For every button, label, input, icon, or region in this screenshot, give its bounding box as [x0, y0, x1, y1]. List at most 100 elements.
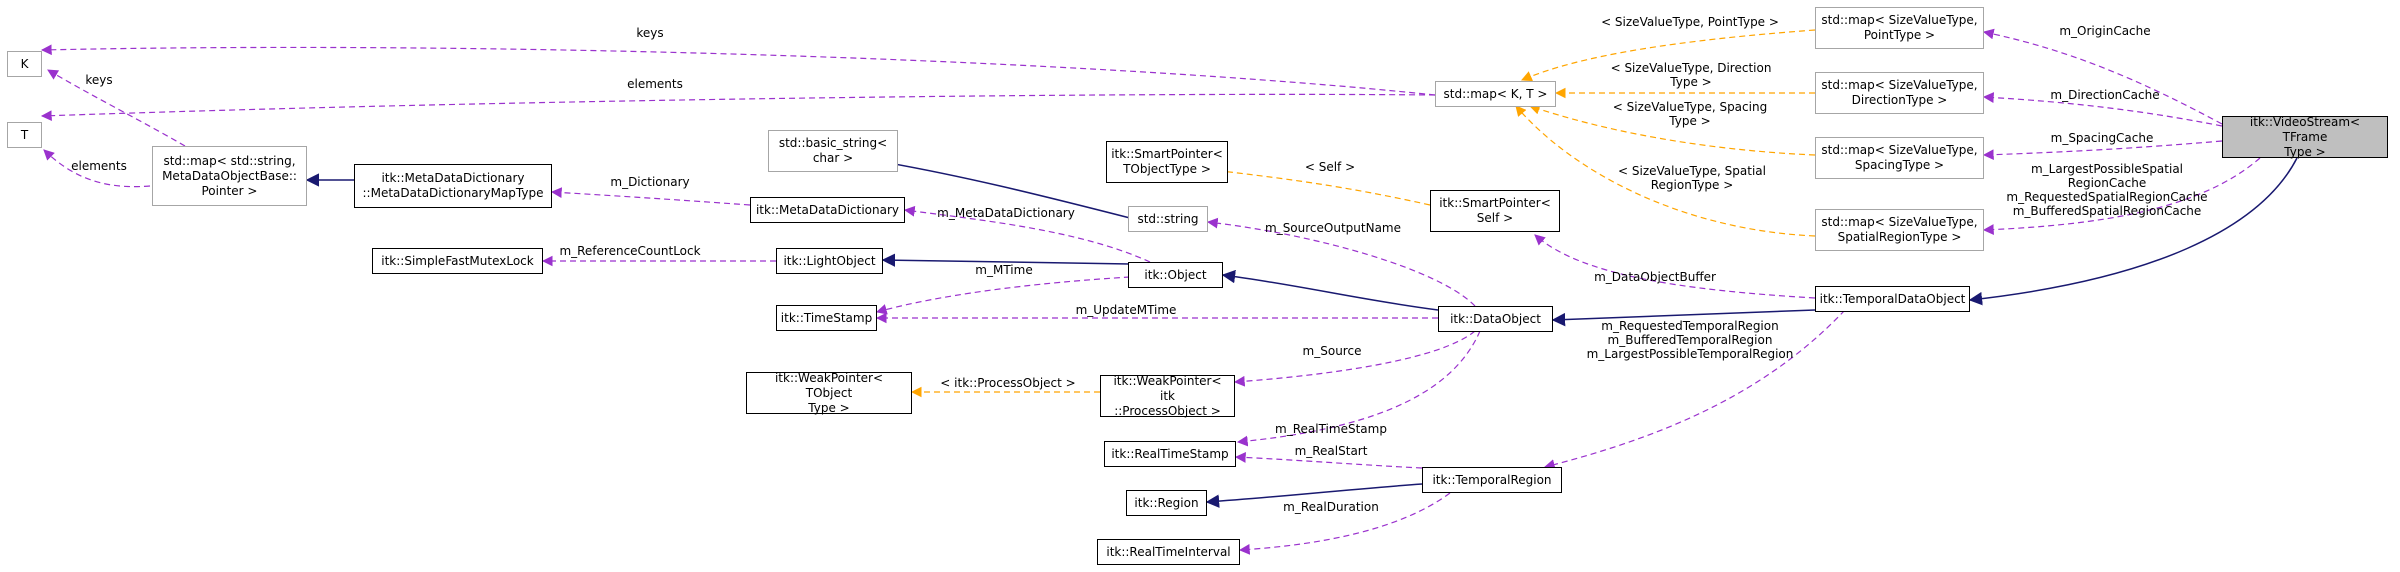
node-label: std::basic_string< char > [778, 136, 888, 165]
node-time-stamp[interactable]: itk::TimeStamp [776, 305, 877, 331]
edge-template-spacing-type [1528, 104, 1816, 156]
node-map-direction[interactable]: std::map< SizeValueType, DirectionType > [1815, 72, 1984, 114]
node-map-spacing[interactable]: std::map< SizeValueType, SpacingType > [1815, 137, 1984, 179]
node-smart-pointer-self[interactable]: itk::SmartPointer< Self > [1430, 190, 1560, 232]
node-label: itk::RealTimeStamp [1111, 446, 1229, 461]
node-label: itk::SmartPointer< Self > [1439, 196, 1551, 225]
node-t[interactable]: T [7, 122, 42, 148]
node-simple-fast-mutex-lock[interactable]: itk::SimpleFastMutexLock [372, 248, 543, 274]
edge-m-source [1233, 330, 1476, 387]
node-label: itk::SimpleFastMutexLock [381, 253, 534, 268]
node-label: itk::Region [1134, 495, 1199, 510]
edge-m-origin-cache [1982, 28, 2223, 125]
node-temporal-data-object[interactable]: itk::TemporalDataObject [1815, 286, 1970, 312]
node-std-map-kt[interactable]: std::map< K, T > [1435, 81, 1556, 107]
node-label: T [20, 127, 29, 142]
edge-label-spatial-region-caches: m_LargestPossibleSpatial RegionCache m_R… [2006, 162, 2208, 218]
edge-label-point-type: < SizeValueType, PointType > [1601, 15, 1779, 29]
edge-label-spacing-type: < SizeValueType, Spacing Type > [1612, 100, 1768, 128]
node-real-time-interval[interactable]: itk::RealTimeInterval [1097, 539, 1240, 565]
edge-label-temporal-regions: m_RequestedTemporalRegion m_BufferedTemp… [1586, 319, 1794, 361]
edge-template-point-type [1521, 29, 1816, 82]
edge-label-spatial-region-type: < SizeValueType, Spatial RegionType > [1618, 164, 1766, 192]
edge-label-m-dictionary: m_Dictionary [610, 175, 690, 189]
node-video-stream[interactable]: itk::VideoStream< TFrame Type > [2222, 114, 2388, 159]
edge-label-m-real-time-stamp: m_RealTimeStamp [1275, 422, 1387, 436]
edge-m-direction-cache [1982, 92, 2223, 127]
edge-label-m-source: m_Source [1302, 344, 1362, 358]
edge-m-source-output-name [1206, 217, 1476, 307]
node-std-string[interactable]: std::string [1128, 206, 1208, 232]
edge-m-real-time-stamp [1236, 330, 1481, 447]
node-label: std::map< K, T > [1443, 86, 1548, 101]
edge-label-m-origin-cache: m_OriginCache [2059, 24, 2151, 38]
edge-inherit-light-object [881, 253, 1131, 267]
node-real-time-stamp[interactable]: itk::RealTimeStamp [1104, 441, 1236, 467]
edge-inherit-region [1205, 483, 1423, 508]
edge-label-m-update-mtime: m_UpdateMTime [1075, 303, 1177, 317]
node-std-map-string[interactable]: std::map< std::string, MetaDataObjectBas… [152, 146, 307, 206]
edge-label-m-reference-count-lock: m_ReferenceCountLock [559, 244, 701, 258]
node-k[interactable]: K [7, 51, 42, 77]
node-label: itk::LightObject [783, 253, 876, 268]
node-metadata-dictionary[interactable]: itk::MetaDataDictionary [750, 197, 905, 223]
edge-inherit-object [1221, 269, 1439, 311]
edge-m-spacing-cache [1982, 140, 2223, 161]
node-smart-pointer-tobject[interactable]: itk::SmartPointer< TObjectType > [1106, 141, 1228, 183]
edge-template-spatial-region-type [1515, 105, 1816, 237]
edge-elements-top [40, 93, 1436, 122]
edge-label-m-metadata-dictionary: m_MetaDataDictionary [937, 206, 1075, 220]
node-temporal-region[interactable]: itk::TemporalRegion [1422, 467, 1562, 493]
node-label: itk::MetaDataDictionary ::MetaDataDictio… [362, 171, 544, 200]
node-label: itk::WeakPointer< TObject Type > [774, 370, 884, 415]
edge-m-dictionary [550, 187, 751, 206]
node-dict-map-type[interactable]: itk::MetaDataDictionary ::MetaDataDictio… [354, 164, 552, 208]
edge-label-m-mtime: m_MTime [975, 263, 1033, 277]
node-label: itk::TemporalDataObject [1819, 291, 1966, 306]
node-label: std::map< std::string, MetaDataObjectBas… [162, 153, 297, 198]
edge-m-real-start [1234, 452, 1423, 469]
edge-label-keys-left: keys [85, 73, 113, 87]
node-label: std::map< SizeValueType, PointType > [1821, 13, 1978, 42]
edge-keys-left [47, 69, 186, 147]
node-label: itk::TemporalRegion [1432, 472, 1552, 487]
node-itk-region[interactable]: itk::Region [1126, 490, 1207, 516]
node-label: std::map< SizeValueType, SpatialRegionTy… [1821, 215, 1978, 244]
edge-temporal-regions [1543, 309, 1846, 470]
node-weak-pointer-process[interactable]: itk::WeakPointer< itk ::ProcessObject > [1100, 373, 1235, 418]
node-label: itk::WeakPointer< itk ::ProcessObject > [1113, 373, 1222, 418]
edge-keys-top [40, 44, 1436, 96]
edge-elements-left [43, 149, 151, 188]
edge-label-elements-top: elements [627, 77, 683, 91]
edge-label-direction-type: < SizeValueType, Direction Type > [1610, 61, 1772, 89]
edge-label-m-source-output-name: m_SourceOutputName [1265, 221, 1401, 235]
edge-m-metadata-dictionary [903, 205, 1151, 263]
edge-template-self [1211, 165, 1431, 206]
edge-label-keys-top: keys [636, 26, 664, 40]
node-itk-object[interactable]: itk::Object [1128, 262, 1223, 288]
node-label: itk::VideoStream< TFrame Type > [2249, 114, 2361, 159]
node-label: itk::TimeStamp [780, 310, 873, 325]
node-label: K [20, 56, 29, 71]
edge-label-self: < Self > [1304, 160, 1356, 174]
edge-label-elements-left: elements [71, 159, 127, 173]
edge-label-process-object: < itk::ProcessObject > [940, 376, 1076, 390]
edge-inherit-basic-string [870, 155, 1131, 219]
edge-label-m-real-duration: m_RealDuration [1283, 500, 1379, 514]
edge-label-m-direction-cache: m_DirectionCache [2050, 88, 2160, 102]
node-map-point[interactable]: std::map< SizeValueType, PointType > [1815, 7, 1984, 49]
node-light-object[interactable]: itk::LightObject [776, 248, 883, 274]
edge-inherit-temporal-data-object [1968, 157, 2298, 306]
edge-spatial-region-caches [1982, 157, 2261, 235]
edge-inherit-data-object [1551, 309, 1816, 327]
node-label: std::map< SizeValueType, DirectionType > [1821, 78, 1978, 107]
edge-label-m-spacing-cache: m_SpacingCache [2050, 131, 2154, 145]
node-label: std::string [1137, 211, 1199, 226]
node-basic-string[interactable]: std::basic_string< char > [768, 130, 898, 172]
node-label: itk::RealTimeInterval [1106, 544, 1231, 559]
edge-m-data-object-buffer [1534, 234, 1816, 299]
node-map-spatial-region[interactable]: std::map< SizeValueType, SpatialRegionTy… [1815, 209, 1984, 251]
node-data-object[interactable]: itk::DataObject [1438, 306, 1553, 332]
node-weak-pointer-tobject[interactable]: itk::WeakPointer< TObject Type > [746, 370, 912, 415]
